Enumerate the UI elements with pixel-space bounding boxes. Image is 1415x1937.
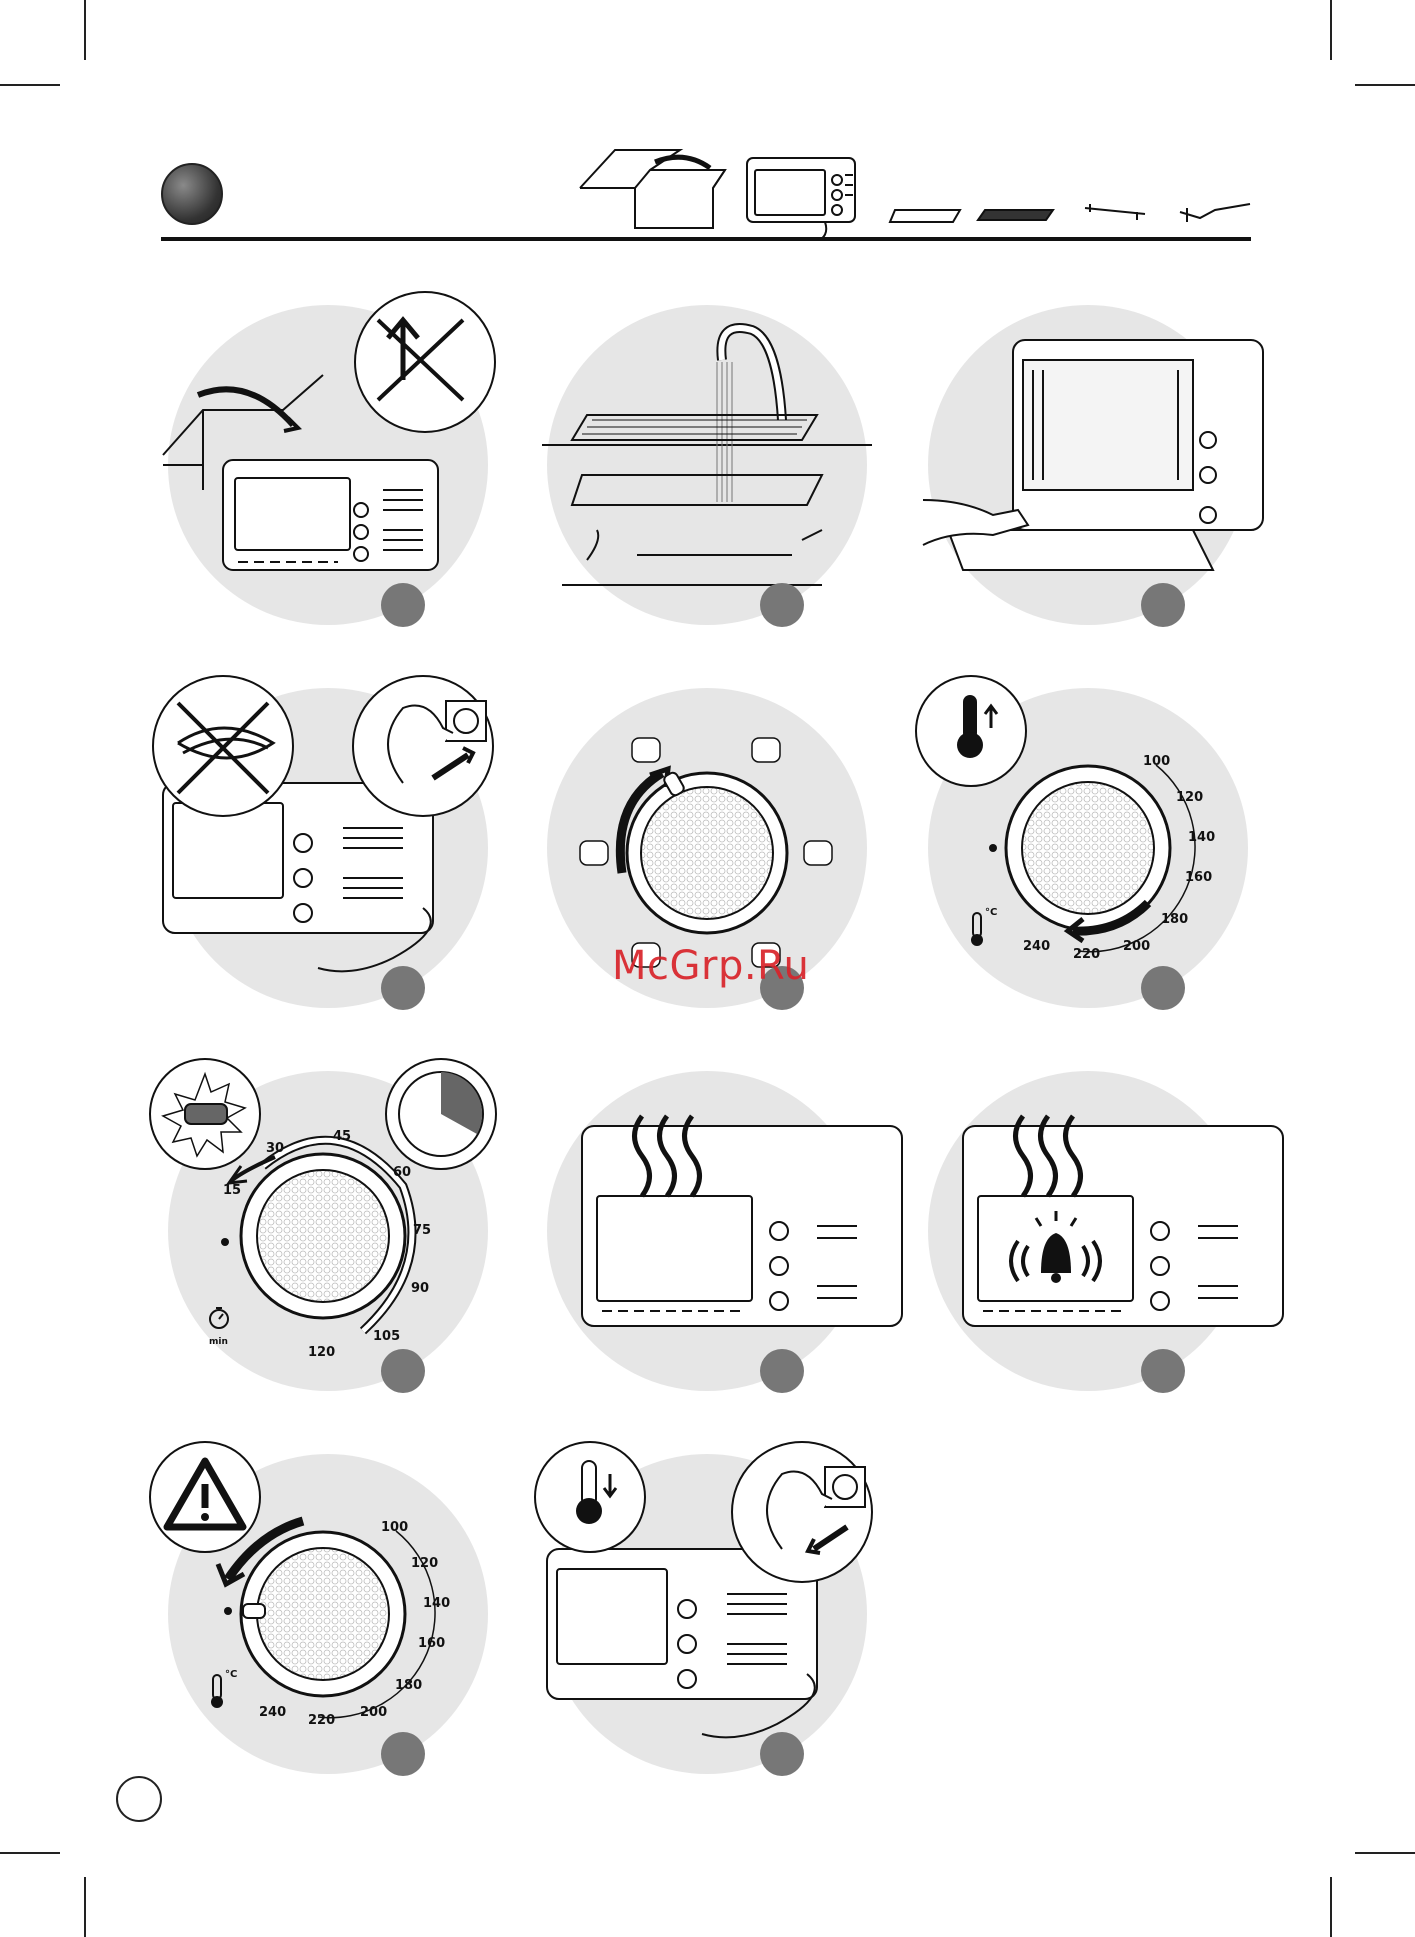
temp-label: 180	[395, 1678, 422, 1693]
indicator-light-icon	[150, 1059, 260, 1169]
step-set-timer: 15 30 45 60 75 90 105 120 min	[163, 1066, 493, 1396]
crop-mark	[1330, 1877, 1332, 1937]
package-contents	[575, 140, 1255, 240]
watermark: McGrp.Ru	[612, 943, 822, 993]
thermometer-falling-icon	[535, 1442, 645, 1552]
timer-label: 90	[411, 1281, 429, 1296]
warning-triangle-icon	[150, 1442, 260, 1552]
timer-label: 45	[333, 1129, 351, 1144]
convection-icon	[804, 841, 832, 865]
crop-mark	[84, 1877, 86, 1937]
step-timer-alarm	[923, 1066, 1253, 1396]
unit-celsius: °C	[225, 1669, 237, 1680]
step-number-dot-icon	[161, 163, 223, 225]
temp-label: 220	[1073, 947, 1100, 962]
step-plug-in	[163, 683, 493, 1013]
timer-label: 60	[393, 1165, 411, 1180]
temp-label: 120	[411, 1556, 438, 1571]
temp-label: 240	[259, 1705, 286, 1720]
grill-icon	[580, 841, 608, 865]
crop-mark	[0, 1852, 60, 1854]
step-turn-off: 100 120 140 160 180 200 220 240 °C	[163, 1449, 493, 1779]
temp-label: 100	[1143, 754, 1170, 769]
no-coiled-cord-icon	[153, 676, 293, 816]
crop-mark	[0, 84, 60, 86]
temp-label: 120	[1176, 790, 1203, 805]
step-wash-accessories	[542, 300, 872, 630]
temp-label: 200	[1123, 939, 1150, 954]
step-cool-and-unplug	[542, 1449, 872, 1779]
step-preheat	[542, 1066, 872, 1396]
temp-label: 220	[308, 1713, 335, 1728]
step-set-temperature: 100 120 140 160 180 200 220 240 °C	[923, 683, 1253, 1013]
temp-label: 100	[381, 1520, 408, 1535]
plug-in-socket-icon	[353, 676, 493, 816]
unplug-socket-icon	[732, 1442, 872, 1582]
timer-label: 30	[266, 1141, 284, 1156]
step-wipe-interior	[923, 300, 1253, 630]
unit-min: min	[209, 1337, 228, 1347]
temp-label: 180	[1161, 912, 1188, 927]
temp-label: 200	[360, 1705, 387, 1720]
timer-label: 120	[308, 1345, 335, 1360]
crop-mark	[1355, 84, 1415, 86]
temp-label: 160	[418, 1636, 445, 1651]
rack-handle-icon	[1180, 204, 1250, 222]
tray-handle-icon	[1085, 204, 1145, 220]
temp-label: 240	[1023, 939, 1050, 954]
crop-mark	[84, 0, 86, 60]
no-lifting-icon	[355, 292, 495, 432]
oven-icon	[747, 158, 855, 240]
unit-celsius: °C	[985, 907, 997, 918]
temp-label: 160	[1185, 870, 1212, 885]
temp-label: 140	[423, 1596, 450, 1611]
baking-tray-icon	[890, 210, 960, 222]
page-number-circle	[116, 1776, 162, 1822]
crop-mark	[1355, 1852, 1415, 1854]
box-icon	[580, 150, 725, 228]
grill-rack-icon	[978, 210, 1053, 220]
top-bottom-heat-icon	[752, 738, 780, 762]
timer-label: 15	[223, 1183, 241, 1198]
temp-label: 140	[1188, 830, 1215, 845]
clock-icon	[386, 1059, 496, 1169]
thermometer-rising-icon	[916, 676, 1026, 786]
step-unpack	[163, 300, 493, 630]
timer-label: 105	[373, 1329, 400, 1344]
top-heat-icon	[632, 738, 660, 762]
crop-mark	[1330, 0, 1332, 60]
timer-label: 75	[413, 1223, 431, 1238]
